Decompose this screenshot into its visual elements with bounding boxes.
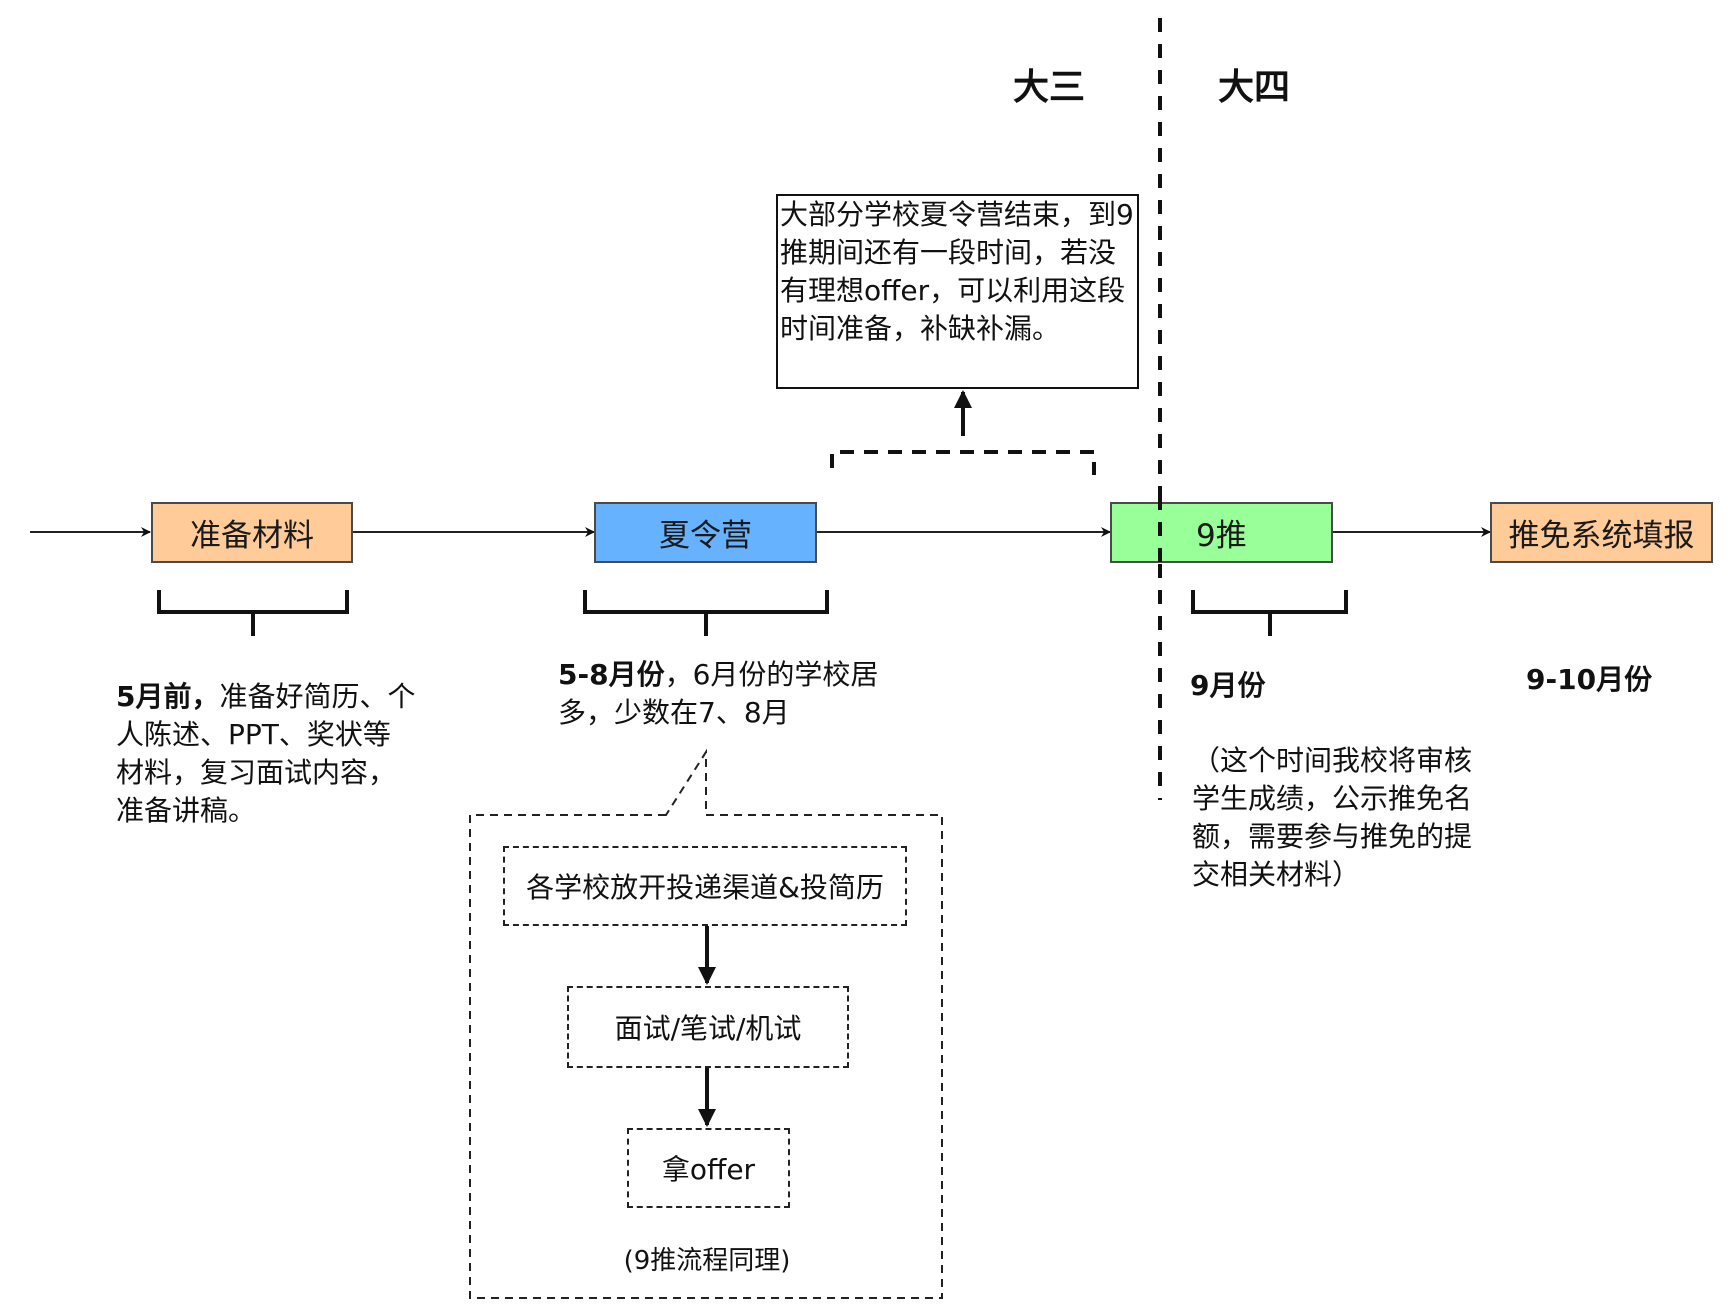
bracket-summer-camp [583,590,829,636]
bracket-prepare [157,590,349,636]
stage-summer-camp[interactable]: 夏令营 [594,502,817,563]
bracket-sept-push [1191,590,1348,636]
gap-bracket [830,450,1096,475]
process-step-label: 各学校放开投递渠道&投简历 [526,871,884,904]
process-step-label: 拿offer [661,1153,756,1186]
stage-label: 准备材料 [190,518,314,554]
process-step-offer[interactable]: 拿offer [627,1128,790,1208]
process-step-label: 面试/笔试/机试 [614,1012,802,1045]
year-label-junior: 大三 [1013,67,1086,108]
process-step-interview[interactable]: 面试/笔试/机试 [567,986,849,1068]
timeframe-camp-bold: 5-8月份 [558,658,665,691]
process-caption: (9推流程同理) [623,1246,791,1276]
gap-note: 大部分学校夏令营结束，到9推期间还有一段时间，若没有理想offer，可以利用这段… [776,194,1139,389]
timeframe-prepare-text: 准备好简历、个人陈述、PPT、奖状等材料，复习面试内容，准备讲稿。 [116,680,416,827]
timeframe-sept-push: 9月份 [1190,669,1266,702]
stage-label: 9推 [1196,518,1247,554]
year-divider-overlay [1158,500,1162,566]
stage-label: 夏令营 [659,518,752,554]
timeframe-prepare-bold: 5月前， [116,680,220,713]
timeframe-prepare: 5月前，准备好简历、个人陈述、PPT、奖状等材料，复习面试内容，准备讲稿。 [116,678,416,830]
timeframe-summer-camp: 5-8月份，6月份的学校居多，少数在7、8月 [558,656,888,732]
year-label-senior: 大四 [1218,67,1291,108]
sept-push-note: （这个时间我校将审核学生成绩，公示推免名额，需要参与推免的提交相关材料） [1192,744,1473,891]
stage-system-fill[interactable]: 推免系统填报 [1490,502,1713,563]
timeframe-system-fill: 9-10月份 [1526,663,1653,696]
camp-process-callout [469,748,943,1299]
stage-prepare-materials[interactable]: 准备材料 [151,502,353,563]
timeframe-camp-text: ，6月份的学校居多，少数在7、8月 [558,658,879,729]
process-step-apply[interactable]: 各学校放开投递渠道&投简历 [503,846,907,926]
stage-sept-push[interactable]: 9推 [1110,502,1333,563]
stage-label: 推免系统填报 [1508,518,1695,554]
